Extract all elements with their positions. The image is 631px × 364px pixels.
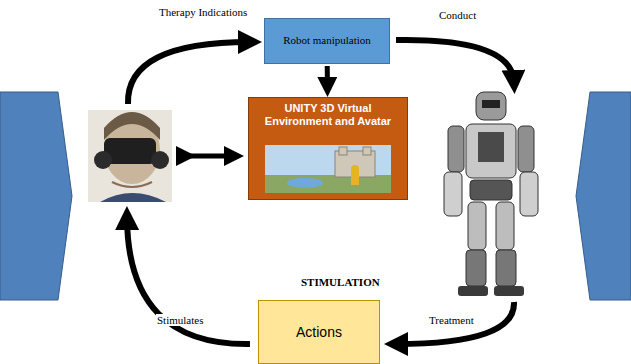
right-chevron xyxy=(576,92,631,300)
game-screenshot xyxy=(265,145,391,193)
cycle-arrow xyxy=(396,40,514,82)
flow-arrow xyxy=(325,66,330,87)
left-chevron xyxy=(0,92,72,300)
humanoid-robot xyxy=(444,92,538,296)
cycle-arrow xyxy=(127,218,250,344)
node-text: Actions xyxy=(296,324,342,341)
flow-label: Stimulates xyxy=(156,314,204,326)
child-vr-photo xyxy=(88,110,172,202)
game-scene xyxy=(265,145,391,193)
flow-label: Conduct xyxy=(438,9,477,21)
process-box: Robot manipulation xyxy=(264,18,390,64)
double-arrow xyxy=(186,154,234,159)
flow-label: Treatment xyxy=(428,314,475,326)
flow-label: STIMULATION xyxy=(300,276,381,288)
flow-label: Therapy Indications xyxy=(158,6,248,18)
environment-box: UNITY 3D Virtual Environment and Avatar xyxy=(248,97,408,200)
cycle-arrow xyxy=(128,42,250,104)
cycle-arrow xyxy=(396,302,514,344)
node-text: UNITY 3D Virtual Environment and Avatar xyxy=(255,102,401,128)
node-text: Robot manipulation xyxy=(283,34,371,47)
action-box: Actions xyxy=(258,300,380,364)
